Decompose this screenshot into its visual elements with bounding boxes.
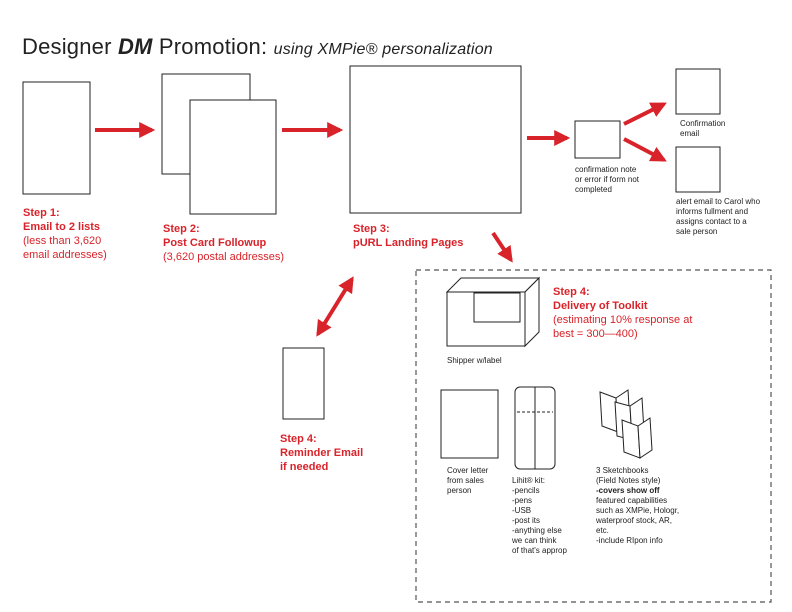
sketchbooks-icon <box>599 389 653 459</box>
sketchbooks-text: 3 Sketchbooks (Field Notes style) -cover… <box>596 466 680 545</box>
step4-reminder-label: Step 4: Reminder Email if needed <box>280 433 364 473</box>
step2-label: Step 2: Post Card Followup (3,620 postal… <box>163 223 285 263</box>
lihit-kit-text: Lihit® kit: -pencils -pens -USB -post it… <box>512 476 567 555</box>
step1-label: Step 1: Email to 2 lists (less than 3,62… <box>23 207 107 261</box>
cover-letter-text: Cover letter from sales person <box>447 466 489 495</box>
email-box <box>22 81 91 195</box>
confirmation-email-text: Confirmation email <box>680 119 726 138</box>
confirmation-note-box <box>574 120 621 159</box>
lihit-kit-box <box>514 386 556 470</box>
cover-letter-box <box>440 389 499 459</box>
title-prefix: Designer <box>22 34 112 59</box>
step3-label: Step 3: pURL Landing Pages <box>353 223 464 249</box>
alert-email-box <box>675 146 721 193</box>
shipper-text: Shipper w/label <box>447 356 502 365</box>
reminder-email-box <box>282 347 325 420</box>
confirmation-note-text: confirmation note or error if form not c… <box>575 165 640 194</box>
shipper-box <box>445 276 541 348</box>
toolkit-region <box>415 269 772 603</box>
landing-page-box <box>349 65 522 214</box>
page-title: Designer DM Promotion: using XMPie® pers… <box>22 34 493 60</box>
arrow-reminder-bidirectional <box>316 276 354 337</box>
step4-toolkit-label: Step 4: Delivery of Toolkit (estimating … <box>553 286 693 340</box>
arrow-to-confirmation-email <box>623 102 667 126</box>
confirmation-email-box <box>675 68 721 115</box>
title-subtitle: using XMPie® personalization <box>273 41 493 58</box>
arrow-to-alert-email <box>623 137 667 162</box>
title-bold: DM <box>117 34 153 59</box>
postcard-front <box>189 99 277 215</box>
arrow-step3-to-toolkit <box>491 231 513 263</box>
title-middle: Promotion: <box>158 34 268 59</box>
alert-email-text: alert email to Carol who informs fullmen… <box>676 197 761 236</box>
